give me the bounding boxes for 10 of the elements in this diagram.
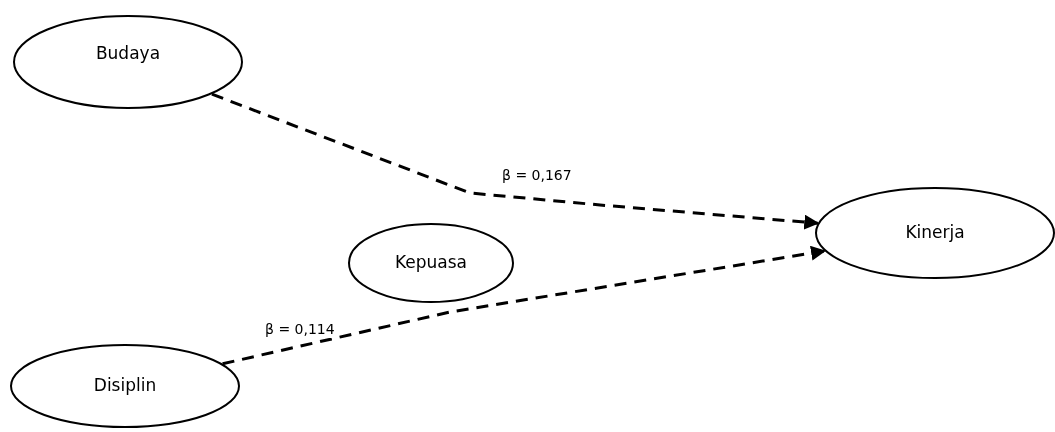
node-label: Kepuasa: [394, 252, 468, 272]
node-label: Budaya: [94, 43, 162, 63]
dashed-arrow: [222, 245, 827, 366]
dashed-arrow: [211, 92, 820, 230]
node-label: Disiplin: [92, 375, 158, 395]
ellipse-node: [10, 344, 240, 428]
node-label: Kinerja: [904, 222, 966, 242]
ellipse-node: [13, 15, 243, 109]
ellipse-node: [348, 223, 514, 303]
ellipse-node: [815, 187, 1055, 279]
